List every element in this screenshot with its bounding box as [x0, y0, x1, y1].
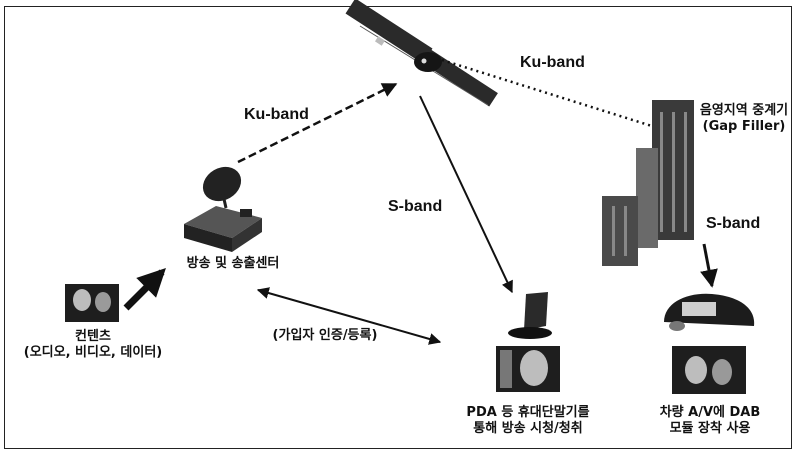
car-label-line2: 모듈 장착 사용 — [669, 420, 751, 436]
pda-label: PDA 등 휴대단말기를 통해 방송 시청/청취 — [448, 405, 608, 436]
gap-filler-label: 음영지역 중계기 (Gap Filler) — [694, 103, 794, 134]
s-band-right-label: S-band — [706, 215, 761, 232]
car-label-line1: 차량 A/V에 DAB — [659, 405, 761, 420]
s-band-pda-arrow — [419, 95, 513, 294]
contents-arrow — [123, 268, 166, 311]
gap-filler-building-icon — [602, 100, 694, 266]
contents-label-line1: 컨텐츠 — [75, 329, 111, 344]
pda-label-line2: 통해 방송 시청/청취 — [473, 420, 583, 436]
subscriber-auth-arrow — [256, 287, 442, 345]
ku-band-uplink-arrow — [237, 82, 398, 164]
pda-device-icon — [508, 292, 552, 339]
diagram-frame — [4, 6, 792, 449]
contents-label-line2: (오디오, 비디오, 데이터) — [23, 344, 163, 360]
subscriber-auth-label: (가입자 인증/등록) — [272, 328, 378, 343]
ku-band-left-label: Ku-band — [244, 106, 309, 123]
gap-filler-label-line1: 음영지역 중계기 — [699, 103, 789, 118]
pda-label-line1: PDA 등 휴대단말기를 — [466, 405, 590, 420]
contents-photo — [65, 284, 119, 322]
gap-filler-label-line2: (Gap Filler) — [702, 118, 786, 134]
ku-band-right-label: Ku-band — [520, 54, 585, 71]
ku-band-gapfiller-link — [441, 58, 691, 140]
s-band-car-arrow — [700, 243, 718, 288]
car-screen-photo — [672, 346, 746, 394]
broadcast-center-icon — [184, 166, 262, 252]
pda-screen-photo — [496, 346, 560, 392]
satellite-icon — [345, 0, 498, 107]
contents-label: 컨텐츠 (오디오, 비디오, 데이터) — [8, 329, 178, 360]
car-icon — [664, 293, 755, 331]
broadcast-center-label: 방송 및 송출센터 — [186, 256, 280, 271]
car-label: 차량 A/V에 DAB 모듈 장착 사용 — [640, 405, 780, 436]
s-band-center-label: S-band — [388, 198, 443, 215]
